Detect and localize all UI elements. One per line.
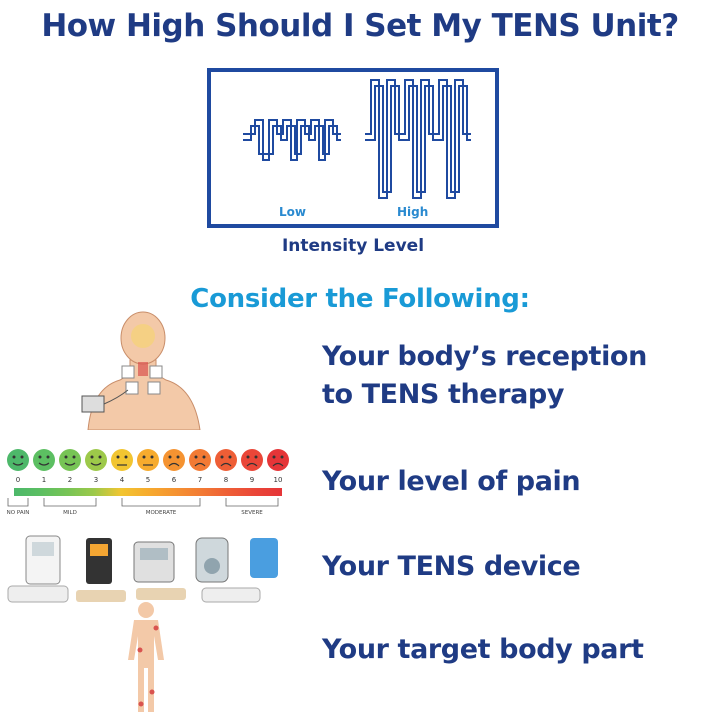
neck-electrode-illustration bbox=[81, 311, 201, 430]
pain-face-5 bbox=[137, 449, 159, 471]
pain-number-1: 1 bbox=[42, 476, 46, 484]
pain-face-3 bbox=[85, 449, 107, 471]
pain-bracket-0 bbox=[7, 498, 29, 507]
pain-face-10 bbox=[267, 449, 289, 471]
pain-face-9 bbox=[241, 449, 263, 471]
tens-devices-icon bbox=[7, 535, 278, 603]
pain-face-8 bbox=[215, 449, 237, 471]
item-tens-device: Your TENS device bbox=[322, 551, 581, 582]
pain-category-2: MODERATE bbox=[146, 510, 177, 516]
pain-number-9: 9 bbox=[250, 476, 254, 484]
pain-category-3: SEVERE bbox=[241, 510, 263, 516]
pain-face-4 bbox=[111, 449, 133, 471]
pain-number-8: 8 bbox=[224, 476, 228, 484]
item-pain-level: Your level of pain bbox=[322, 466, 581, 497]
pain-scale-icon: 0 1 2 3 4 5 6 7 8 9 10 NO PAIN MILD MODERATE SEVERE bbox=[7, 449, 289, 516]
pain-number-6: 6 bbox=[172, 476, 177, 484]
pain-bracket-1 bbox=[43, 498, 97, 507]
waveform-svg bbox=[243, 79, 471, 199]
page-title: How High Should I Set My TENS Unit? bbox=[41, 8, 679, 44]
pain-face-1 bbox=[33, 449, 55, 471]
pain-face-6 bbox=[163, 449, 185, 471]
pain-number-0: 0 bbox=[16, 476, 20, 484]
pain-face-0 bbox=[7, 449, 29, 471]
low-wave-inner bbox=[243, 125, 341, 155]
item-body-reception: Your body’s reception to TENS therapy bbox=[322, 341, 647, 410]
item-target-body-part: Your target body part bbox=[322, 634, 644, 665]
consider-heading: Consider the Following: bbox=[190, 284, 530, 314]
pain-number-10: 10 bbox=[274, 476, 283, 484]
pain-category-1: MILD bbox=[63, 510, 77, 516]
high-wave-outer bbox=[365, 79, 471, 199]
pain-number-4: 4 bbox=[120, 476, 125, 484]
pain-bracket-3 bbox=[225, 498, 279, 507]
intensity-level-caption: Intensity Level bbox=[281, 236, 425, 256]
pain-category-0: NO PAIN bbox=[7, 510, 30, 516]
pain-gradient-bar bbox=[14, 488, 282, 496]
pain-face-7 bbox=[189, 449, 211, 471]
pain-number-2: 2 bbox=[68, 476, 72, 484]
pain-number-7: 7 bbox=[198, 476, 202, 484]
pain-number-5: 5 bbox=[146, 476, 150, 484]
pain-bracket-2 bbox=[121, 498, 201, 507]
waveform-diagram: Low High bbox=[207, 68, 499, 228]
low-label: Low bbox=[279, 205, 306, 219]
pain-face-2 bbox=[59, 449, 81, 471]
high-wave-inner bbox=[365, 85, 471, 193]
low-wave-outer bbox=[243, 119, 341, 161]
body-figure-icon bbox=[128, 602, 164, 712]
high-label: High bbox=[397, 205, 429, 219]
pain-number-3: 3 bbox=[94, 476, 98, 484]
